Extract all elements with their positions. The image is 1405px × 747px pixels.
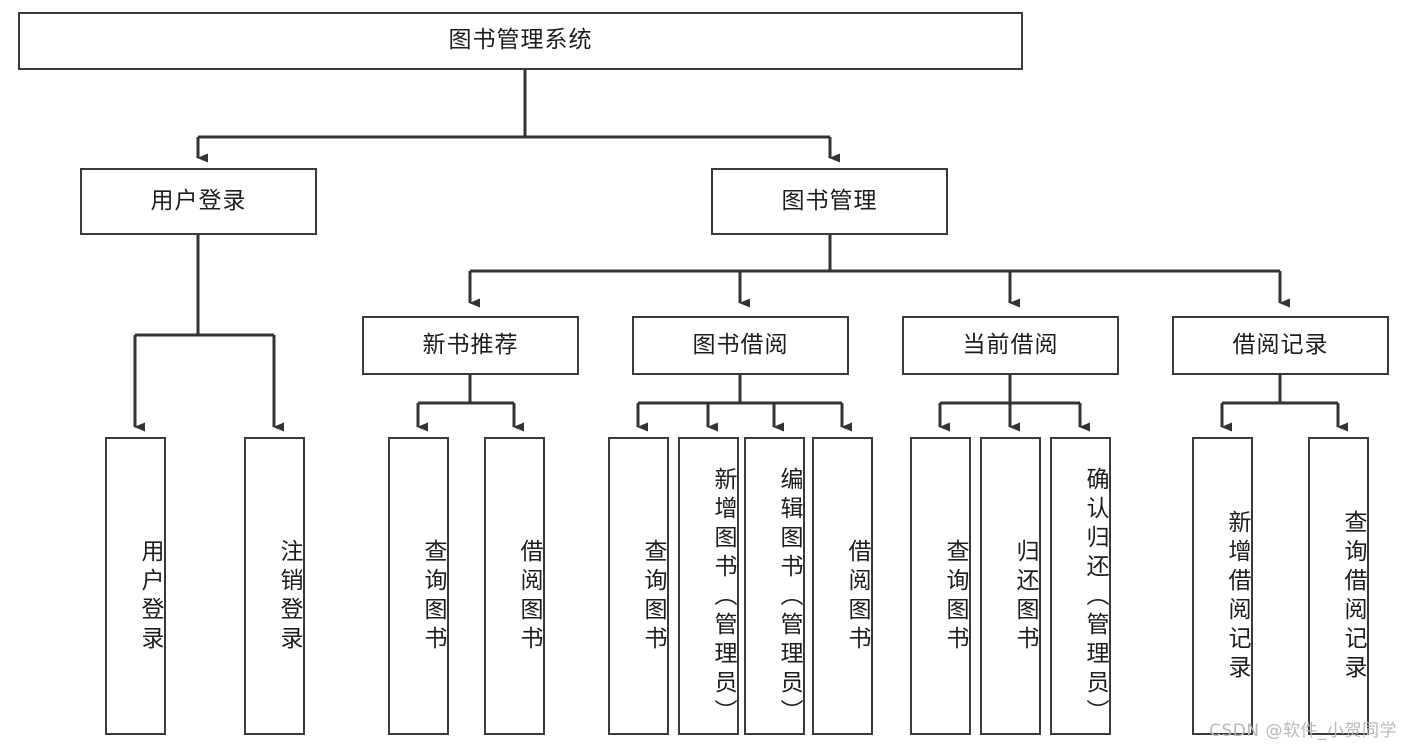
node-book-borrow[interactable]: 图书借阅: [632, 316, 849, 375]
node-label: 图书管理系统: [448, 27, 593, 54]
leaf-return-book[interactable]: 归还图书: [980, 437, 1041, 735]
leaf-edit-book-admin[interactable]: 编辑图书（管理员）: [744, 437, 805, 735]
node-book-management[interactable]: 图书管理: [711, 168, 948, 235]
leaf-add-book-admin[interactable]: 新增图书（管理员）: [678, 437, 739, 735]
node-current-borrow[interactable]: 当前借阅: [902, 316, 1119, 375]
leaf-confirm-return-admin[interactable]: 确认归还（管理员）: [1050, 437, 1111, 735]
leaf-query-book-current[interactable]: 查询图书: [910, 437, 971, 735]
node-label: 查询图书: [420, 539, 446, 655]
node-label: 查询借阅记录: [1340, 510, 1366, 684]
node-label: 图书借阅: [692, 331, 789, 358]
leaf-logout[interactable]: 注销登录: [244, 437, 305, 735]
node-root-book-management-system[interactable]: 图书管理系统: [18, 12, 1023, 70]
node-label: 借阅图书: [516, 539, 542, 655]
node-label: 新增借阅记录: [1224, 510, 1250, 684]
leaf-user-login[interactable]: 用户登录: [105, 437, 166, 735]
node-label: 借阅图书: [844, 539, 870, 655]
node-label: 查询图书: [942, 539, 968, 655]
node-label: 用户登录: [137, 539, 163, 655]
node-label: 当前借阅: [962, 331, 1059, 358]
node-label: 新书推荐: [422, 331, 519, 358]
leaf-add-borrow-record[interactable]: 新增借阅记录: [1192, 437, 1253, 735]
node-label: 确认归还（管理员）: [1082, 466, 1108, 728]
node-new-book-recommend[interactable]: 新书推荐: [362, 316, 579, 375]
node-label: 注销登录: [276, 539, 302, 655]
node-label: 归还图书: [1012, 539, 1038, 655]
node-label: 新增图书（管理员）: [710, 466, 736, 728]
node-borrow-record[interactable]: 借阅记录: [1172, 316, 1389, 375]
node-label: 借阅记录: [1232, 331, 1329, 358]
node-label: 查询图书: [640, 539, 666, 655]
node-label: 编辑图书（管理员）: [776, 466, 802, 728]
node-user-login[interactable]: 用户登录: [80, 168, 317, 235]
leaf-borrow-book[interactable]: 借阅图书: [812, 437, 873, 735]
node-label: 图书管理: [781, 187, 878, 214]
node-label: 用户登录: [150, 187, 247, 214]
leaf-query-book-recommend[interactable]: 查询图书: [388, 437, 449, 735]
leaf-query-book-borrow[interactable]: 查询图书: [608, 437, 669, 735]
leaf-borrow-book-recommend[interactable]: 借阅图书: [484, 437, 545, 735]
leaf-query-borrow-record[interactable]: 查询借阅记录: [1308, 437, 1369, 735]
